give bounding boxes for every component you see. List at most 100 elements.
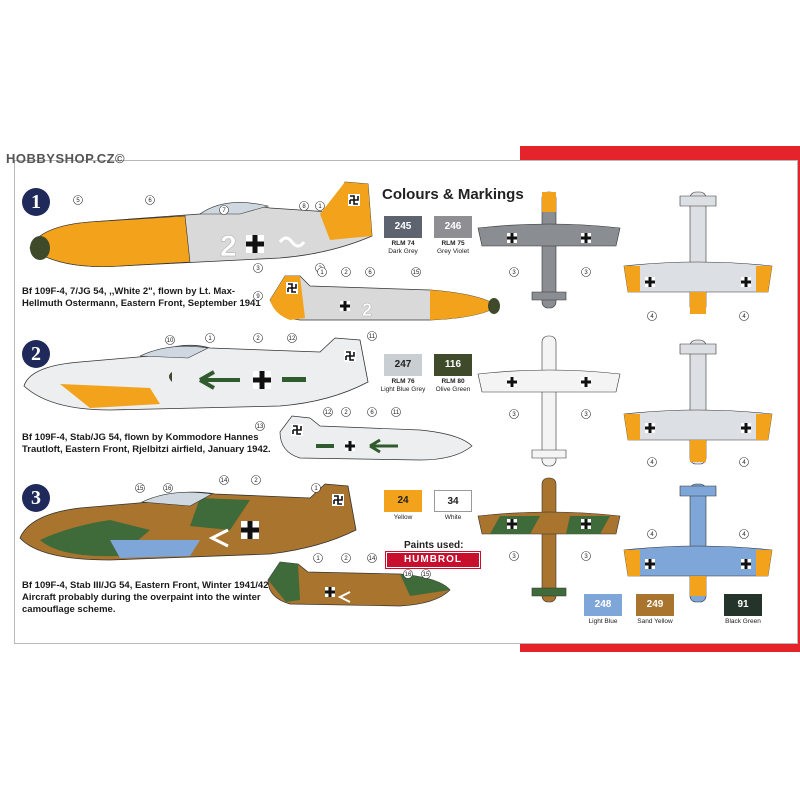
callout-circle <box>367 553 377 563</box>
scheme-3-badge: 3 <box>22 484 50 512</box>
callout-circle <box>411 267 421 277</box>
scheme-1-bottom-view <box>623 191 773 314</box>
callout-number: 1 <box>314 486 318 492</box>
callout-circle <box>135 483 145 493</box>
callout-circle <box>739 311 749 321</box>
callout-circle <box>647 529 657 539</box>
scheme-1-top-view <box>477 191 621 309</box>
callout-number: 2 <box>344 410 348 416</box>
callout-number: 3 <box>256 266 260 272</box>
swatch-34: 34 <box>434 490 472 512</box>
scheme-2-small-side-view <box>279 415 473 461</box>
swatch-91-label: Black Green <box>725 618 761 625</box>
swatch-249: 249 <box>636 594 674 616</box>
callout-number: 6 <box>370 410 374 416</box>
scheme-2-top-view <box>477 335 621 467</box>
callout-number: 3 <box>584 554 588 560</box>
callout-number: 2 <box>256 336 260 342</box>
callout-number: 6 <box>368 270 372 276</box>
callout-number: 3 <box>512 270 516 276</box>
callout-circle <box>251 475 261 485</box>
callout-circle <box>581 551 591 561</box>
callout-circle <box>509 409 519 419</box>
callout-number: 4 <box>742 314 746 320</box>
callout-number: 6 <box>148 198 152 204</box>
callout-circle <box>317 267 327 277</box>
callout-circle <box>219 205 229 215</box>
callout-number: 4 <box>650 314 654 320</box>
callout-circle <box>421 569 431 579</box>
callout-circle <box>255 421 265 431</box>
callout-circle <box>739 529 749 539</box>
callout-circle <box>219 475 229 485</box>
swatch-248-label: Light Blue <box>588 618 618 625</box>
callout-circle <box>581 267 591 277</box>
swatch-24: 24 <box>384 490 422 512</box>
callout-number: 2 <box>254 478 258 484</box>
paints-used-label: Paints used: <box>404 540 464 551</box>
swatch-24-label: Yellow <box>393 514 413 521</box>
callout-numbers: 5678123912615101212111312261115161421121… <box>73 195 749 579</box>
callout-number: 3 <box>584 412 588 418</box>
swatch-116: 116 <box>434 354 472 376</box>
callout-number: 3 <box>512 412 516 418</box>
scheme-2-bottom-view <box>623 339 773 465</box>
callout-number: 11 <box>393 410 400 416</box>
callout-circle <box>509 551 519 561</box>
callout-number: 15 <box>413 270 420 276</box>
scheme-2-caption: Bf 109F-4, Stab/JG 54, flown by Kommodor… <box>22 432 271 455</box>
callout-circle <box>145 195 155 205</box>
callout-circle <box>299 201 309 211</box>
scheme-1-badge: 1 <box>22 188 50 216</box>
callout-circle <box>323 407 333 417</box>
callout-circle <box>581 409 591 419</box>
callout-circle <box>341 267 351 277</box>
page-title: Colours & Markings <box>382 186 524 203</box>
callout-number: 11 <box>369 334 376 340</box>
scheme-3-side-view <box>19 483 357 561</box>
scheme-1-side-view: 2 <box>29 181 373 267</box>
callout-circle <box>253 333 263 343</box>
swatch-245: 245 <box>384 216 422 238</box>
scheme-3-caption: Bf 109F-4, Stab III/JG 54, Eastern Front… <box>22 580 272 615</box>
callout-number: 7 <box>222 208 226 214</box>
scheme-1-small-side-view: 2 <box>269 275 500 321</box>
scheme-2-badge: 2 <box>22 340 50 368</box>
callout-number: 1 <box>208 336 212 342</box>
callout-number: 1 <box>316 556 320 562</box>
callout-number: 3 <box>584 270 588 276</box>
callout-number: 16 <box>405 572 412 578</box>
callout-number: 4 <box>742 460 746 466</box>
scheme-3-bottom-view <box>623 483 773 603</box>
callout-circle <box>647 311 657 321</box>
callout-number: 5 <box>76 198 80 204</box>
callout-number: 13 <box>257 424 264 430</box>
callout-number: 1 <box>318 204 322 210</box>
callout-circle <box>315 201 325 211</box>
callout-circle <box>509 267 519 277</box>
swatch-249-label: Sand Yellow <box>637 618 673 625</box>
callout-number: 1 <box>320 270 324 276</box>
callout-number: 4 <box>650 532 654 538</box>
callout-number: 12 <box>325 410 332 416</box>
callout-circle <box>253 263 263 273</box>
callout-circle <box>341 553 351 563</box>
callout-circle <box>163 483 173 493</box>
swatch-91: 91 <box>724 594 762 616</box>
callout-circle <box>73 195 83 205</box>
callout-number: 8 <box>302 204 306 210</box>
callout-number: 10 <box>167 338 174 344</box>
callout-circle <box>311 483 321 493</box>
callout-number: 15 <box>423 572 430 578</box>
callout-circle <box>403 569 413 579</box>
callout-circle <box>739 457 749 467</box>
callout-circle <box>205 333 215 343</box>
callout-circle <box>647 457 657 467</box>
swatch-246: 246 <box>434 216 472 238</box>
callout-circle <box>165 335 175 345</box>
